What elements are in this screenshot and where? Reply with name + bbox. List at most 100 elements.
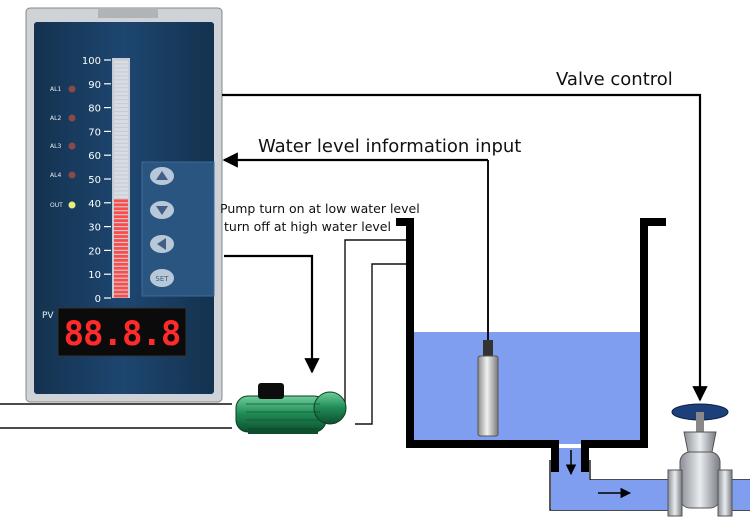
bar-segment bbox=[114, 76, 128, 80]
bar-segment bbox=[114, 155, 128, 159]
scale-tick-label: 40 bbox=[88, 199, 101, 210]
tank-wall-right bbox=[581, 218, 666, 472]
gate-valve bbox=[667, 403, 733, 517]
pump-base bbox=[248, 428, 318, 434]
pv-display-value: 88.8.8 bbox=[64, 314, 181, 354]
alarm-led bbox=[68, 201, 76, 209]
bar-segment bbox=[114, 92, 128, 96]
bar-segment bbox=[114, 274, 128, 278]
bar-graph-segments bbox=[114, 60, 128, 298]
sensor-cable-gland bbox=[483, 340, 493, 358]
bar-segment bbox=[114, 80, 128, 84]
bar-segment bbox=[114, 231, 128, 234]
bar-segment bbox=[114, 124, 128, 127]
scale-tick-label: 60 bbox=[88, 151, 101, 162]
alarm-label: AL4 bbox=[50, 172, 61, 179]
bar-segment bbox=[114, 104, 128, 107]
bar-segment bbox=[114, 116, 128, 119]
bar-segment bbox=[114, 199, 128, 203]
valve-body bbox=[679, 451, 721, 509]
bar-segment bbox=[114, 286, 128, 290]
set-button-label: SET bbox=[155, 275, 169, 283]
bar-segment bbox=[114, 108, 128, 111]
pv-label: PV bbox=[42, 311, 54, 321]
bar-segment bbox=[114, 175, 128, 179]
instrument-top-clip bbox=[98, 8, 158, 18]
bar-segment bbox=[114, 120, 128, 123]
alarm-label: AL2 bbox=[50, 115, 61, 122]
bar-segment bbox=[114, 282, 128, 286]
alarm-label: AL1 bbox=[50, 86, 61, 93]
bar-segment bbox=[114, 167, 128, 171]
pump bbox=[235, 383, 347, 434]
alarm-label: OUT bbox=[50, 202, 63, 209]
bar-segment bbox=[114, 207, 128, 211]
scale-tick-label: 70 bbox=[88, 127, 101, 138]
scale-tick-label: 20 bbox=[88, 246, 101, 257]
bar-segment bbox=[114, 132, 128, 135]
bar-segment bbox=[114, 112, 128, 115]
left-arrow-icon[interactable] bbox=[150, 235, 174, 253]
outflow-pipe-top bbox=[589, 460, 680, 481]
pump-head bbox=[313, 391, 347, 425]
bar-segment bbox=[114, 187, 128, 191]
valve-bonnet bbox=[683, 431, 717, 453]
pump-label-line1: Pump turn on at low water level bbox=[220, 201, 420, 216]
sensor-probe bbox=[477, 355, 499, 437]
bar-segment bbox=[114, 179, 128, 183]
bar-segment bbox=[114, 191, 128, 195]
bar-segment bbox=[114, 143, 128, 147]
scale-tick-label: 10 bbox=[88, 270, 101, 281]
outflow-water-horizontal bbox=[551, 480, 681, 510]
bar-segment bbox=[114, 219, 128, 223]
bar-segment bbox=[114, 223, 128, 226]
bar-segment bbox=[114, 258, 128, 262]
bar-segment bbox=[114, 84, 128, 88]
tank-wall-left bbox=[396, 218, 559, 472]
bar-segment bbox=[114, 247, 128, 250]
valve-flange-right bbox=[717, 469, 733, 517]
bar-segment bbox=[114, 183, 128, 187]
bar-segment bbox=[114, 68, 128, 72]
bar-segment bbox=[114, 195, 128, 199]
bar-segment bbox=[114, 88, 128, 92]
pump-control-line bbox=[224, 254, 320, 374]
bar-segment bbox=[114, 262, 128, 266]
bar-segment bbox=[114, 270, 128, 274]
bar-segment bbox=[114, 266, 128, 270]
level-sensor bbox=[477, 160, 499, 437]
bar-segment bbox=[114, 290, 128, 294]
pump-outlet-pipe-inner bbox=[355, 263, 406, 425]
scale-tick-label: 100 bbox=[82, 56, 101, 67]
bar-segment bbox=[114, 239, 128, 242]
scale-tick-label: 30 bbox=[88, 223, 101, 234]
bar-segment bbox=[114, 100, 128, 104]
bar-segment bbox=[114, 294, 128, 298]
bar-segment bbox=[114, 235, 128, 238]
bar-segment bbox=[114, 215, 128, 219]
bar-segment bbox=[114, 72, 128, 76]
bar-segment bbox=[114, 171, 128, 175]
bar-segment bbox=[114, 254, 128, 258]
alarm-led bbox=[68, 114, 76, 122]
bar-segment bbox=[114, 151, 128, 155]
set-button[interactable]: SET bbox=[150, 269, 174, 287]
pump-terminal-box bbox=[258, 383, 284, 399]
button-panel bbox=[141, 161, 215, 297]
bar-segment bbox=[114, 227, 128, 230]
bar-segment bbox=[114, 211, 128, 215]
alarm-led bbox=[68, 171, 76, 179]
scale-tick-label: 50 bbox=[88, 175, 101, 186]
bar-segment bbox=[114, 251, 128, 254]
valve-flange-left bbox=[667, 469, 683, 517]
up-arrow-icon[interactable] bbox=[150, 167, 174, 185]
down-arrow-icon[interactable] bbox=[150, 201, 174, 219]
bar-segment bbox=[114, 135, 128, 139]
bar-segment bbox=[114, 128, 128, 131]
bar-segment bbox=[114, 159, 128, 163]
alarm-led bbox=[68, 85, 76, 93]
